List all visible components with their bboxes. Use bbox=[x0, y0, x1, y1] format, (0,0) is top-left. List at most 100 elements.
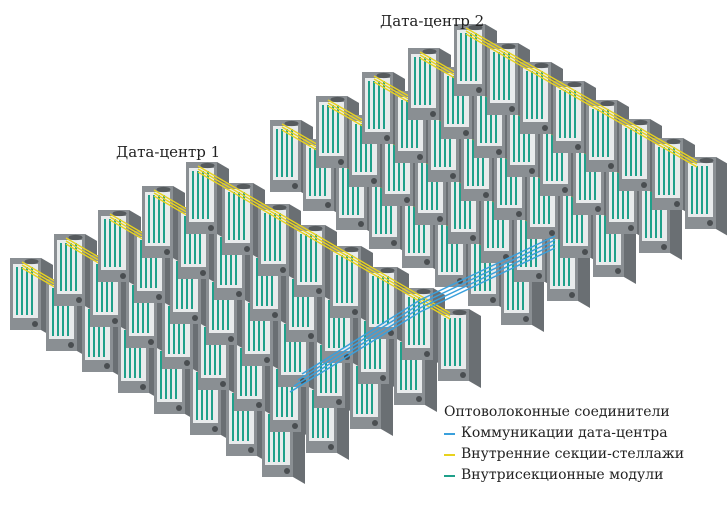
module-stripe bbox=[62, 288, 64, 336]
module-stripe bbox=[222, 282, 224, 330]
module-stripe bbox=[418, 297, 420, 345]
module-stripe bbox=[480, 95, 482, 143]
module-stripe bbox=[274, 213, 276, 261]
module-stripe bbox=[421, 162, 423, 210]
module-stripe bbox=[436, 162, 438, 210]
module-stripe bbox=[312, 390, 314, 438]
module-stripe bbox=[569, 90, 571, 138]
vent-icon bbox=[68, 342, 74, 348]
module-stripe bbox=[93, 309, 95, 357]
vent-icon bbox=[707, 220, 713, 226]
module-stripe bbox=[103, 309, 105, 357]
fan-icon bbox=[666, 138, 681, 145]
module-stripe bbox=[383, 81, 385, 129]
vent-icon bbox=[338, 159, 344, 165]
module-stripe bbox=[181, 261, 183, 309]
module-stripe bbox=[160, 351, 162, 399]
vent-icon bbox=[391, 240, 397, 246]
module-stripe bbox=[219, 327, 221, 375]
vent-icon bbox=[264, 357, 270, 363]
module-stripe bbox=[479, 243, 481, 291]
vent-icon bbox=[228, 336, 234, 342]
vent-icon bbox=[308, 333, 314, 339]
module-stripe bbox=[385, 186, 387, 234]
vent-icon bbox=[523, 316, 529, 322]
module-stripe bbox=[314, 148, 316, 196]
vent-icon bbox=[200, 270, 206, 276]
module-stripe bbox=[279, 213, 281, 261]
legend-swatch-blue bbox=[444, 432, 455, 435]
vent-icon bbox=[674, 201, 680, 207]
module-stripe bbox=[230, 237, 232, 285]
module-stripe bbox=[382, 276, 384, 324]
legend-item-rack-links: Внутренние секции-стеллажи bbox=[444, 444, 684, 465]
module-stripe bbox=[184, 216, 186, 264]
module-stripe bbox=[658, 147, 660, 195]
module-stripe bbox=[465, 33, 467, 81]
module-stripe bbox=[292, 279, 294, 327]
fan-icon bbox=[156, 186, 171, 193]
module-stripe bbox=[139, 330, 141, 378]
fan-icon bbox=[633, 119, 648, 126]
legend-item-module-links: Внутрисекционные модули bbox=[444, 465, 684, 486]
module-stripe bbox=[485, 95, 487, 143]
module-stripe bbox=[197, 171, 199, 219]
module-stripe bbox=[617, 171, 619, 219]
vent-icon bbox=[416, 396, 422, 402]
fan-icon bbox=[416, 288, 431, 295]
module-stripe bbox=[592, 109, 594, 157]
vent-icon bbox=[280, 267, 286, 273]
vent-icon bbox=[236, 291, 242, 297]
module-stripe bbox=[441, 224, 443, 272]
vent-icon bbox=[463, 130, 469, 136]
module-stripe bbox=[655, 190, 657, 238]
module-stripe bbox=[414, 57, 416, 105]
module-stripe bbox=[410, 342, 412, 390]
fan-icon bbox=[468, 24, 483, 31]
module-stripe bbox=[250, 348, 252, 396]
module-stripe bbox=[456, 224, 458, 272]
module-stripe bbox=[470, 33, 472, 81]
module-stripe bbox=[393, 143, 395, 191]
rack-row-fiber bbox=[197, 168, 451, 317]
module-stripe bbox=[324, 148, 326, 196]
module-stripe bbox=[281, 129, 283, 177]
module-stripe bbox=[217, 282, 219, 330]
module-stripe bbox=[423, 205, 425, 253]
module-stripe bbox=[307, 279, 309, 327]
module-stripe bbox=[355, 124, 357, 172]
module-stripe bbox=[701, 166, 703, 214]
module-stripe bbox=[429, 57, 431, 105]
vent-icon bbox=[608, 163, 614, 169]
vent-icon bbox=[371, 178, 377, 184]
vent-icon bbox=[292, 423, 298, 429]
module-stripe bbox=[173, 306, 175, 354]
module-stripe bbox=[153, 195, 155, 243]
vent-icon bbox=[104, 363, 110, 369]
module-stripe bbox=[88, 309, 90, 357]
fan-icon bbox=[699, 157, 714, 164]
vent-icon bbox=[244, 246, 250, 252]
module-stripe bbox=[663, 147, 665, 195]
module-stripe bbox=[522, 262, 524, 310]
module-stripe bbox=[375, 186, 377, 234]
vent-icon bbox=[661, 244, 667, 250]
module-stripe bbox=[294, 324, 296, 372]
vent-icon bbox=[380, 375, 386, 381]
module-stripe bbox=[451, 224, 453, 272]
module-stripe bbox=[505, 157, 507, 205]
module-stripe bbox=[607, 109, 609, 157]
module-stripe bbox=[559, 90, 561, 138]
module-stripe bbox=[342, 167, 344, 215]
module-stripe bbox=[548, 176, 550, 224]
vent-icon bbox=[112, 318, 118, 324]
module-stripe bbox=[140, 240, 142, 288]
module-stripe bbox=[568, 238, 570, 286]
module-stripe bbox=[211, 372, 213, 420]
module-stripe bbox=[335, 345, 337, 393]
module-stripe bbox=[191, 261, 193, 309]
module-stripe bbox=[635, 128, 637, 176]
module-stripe bbox=[281, 369, 283, 417]
module-stripe bbox=[232, 393, 234, 441]
vent-icon bbox=[529, 168, 535, 174]
